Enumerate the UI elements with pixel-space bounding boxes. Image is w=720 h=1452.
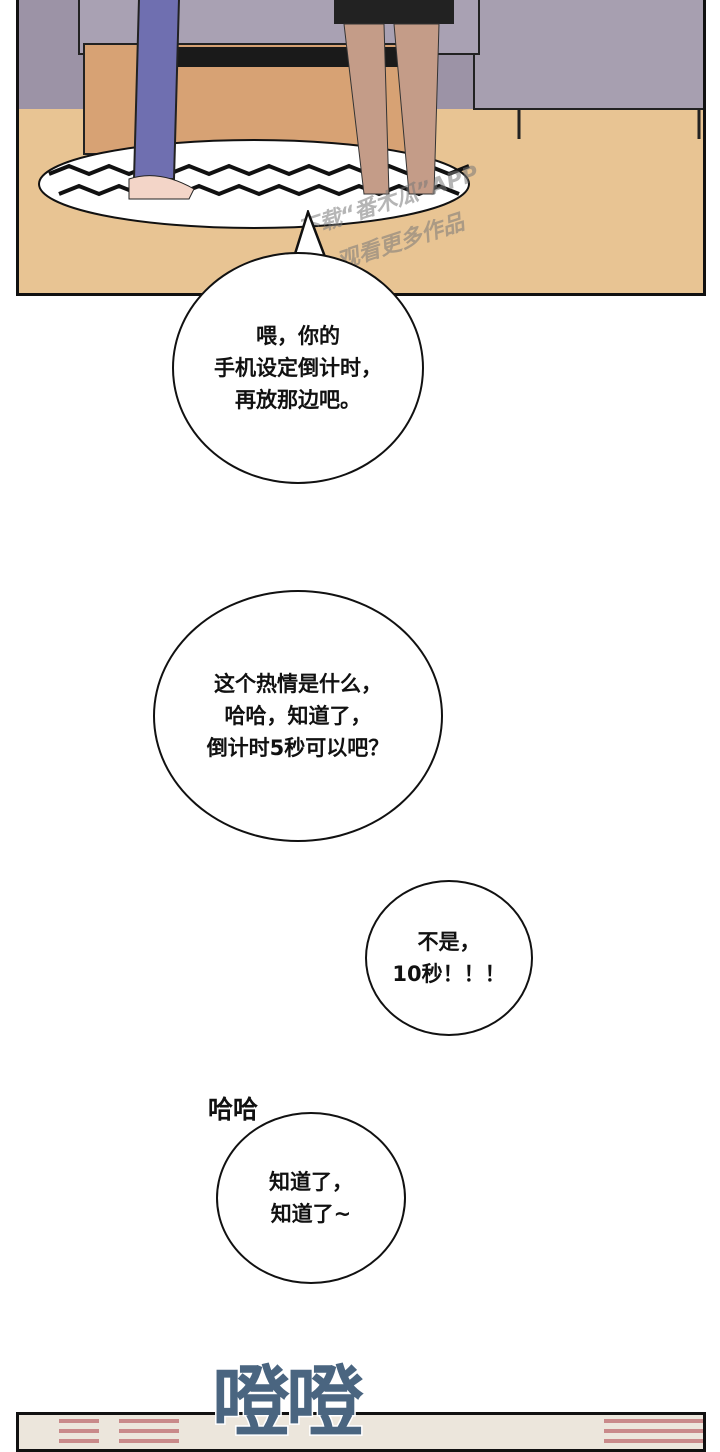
next-panel [16,1412,706,1452]
speech-bubble-3: 不是， 10秒！！！ [365,880,533,1036]
living-room-illustration [19,0,703,229]
laugh-sfx: 哈哈 [208,1095,259,1124]
bubble-text: 这个热情是什么， 哈哈，知道了， 倒计时5秒可以吧？ [206,672,390,760]
speech-bubble-1: 喂，你的 手机设定倒计时， 再放那边吧。 [172,252,424,484]
window-blinds-illustration [59,1419,703,1443]
footsteps-sfx: 噔噔 [210,1357,365,1450]
living-room-panel: 下载“番木瓜”APP 观看更多作品 [16,0,706,296]
speech-bubble-4: 知道了， 知道了~ [216,1112,406,1284]
speech-bubble-2: 这个热情是什么， 哈哈，知道了， 倒计时5秒可以吧？ [153,590,443,842]
bubble-text: 喂，你的 手机设定倒计时， 再放那边吧。 [214,324,382,412]
bubble-text: 不是， 10秒！！！ [392,930,506,986]
bubble-text: 知道了， 知道了~ [269,1170,353,1226]
